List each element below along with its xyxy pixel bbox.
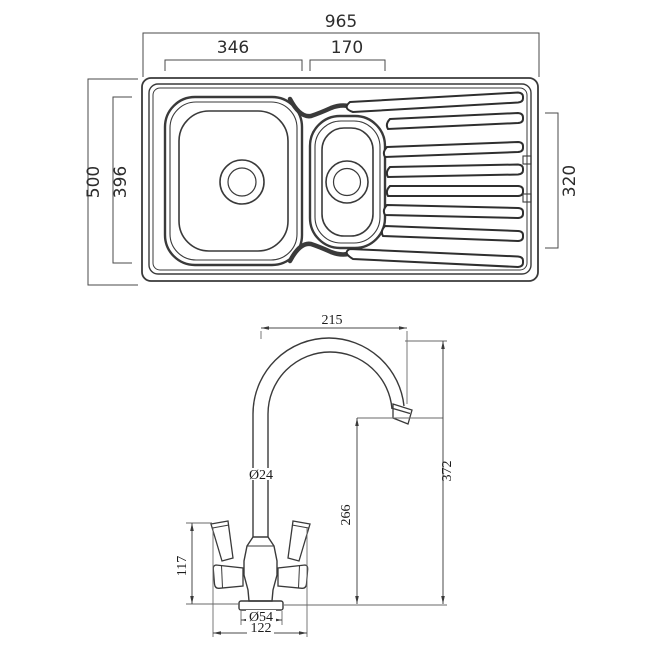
sink-inner-rim-2: [152, 87, 528, 271]
dim-spout-diameter: Ø24: [249, 468, 273, 483]
rim-waist-top: [287, 96, 351, 119]
sink-outline: [141, 77, 539, 282]
dim-500-lines: [87, 78, 138, 286]
main-bowl-drain-inner: [227, 167, 257, 197]
tap-base: [238, 600, 284, 611]
dim-base-diameter: Ø54: [249, 610, 273, 625]
tap-handle-right: [277, 520, 311, 589]
dim-tap-overall-height: 372: [440, 461, 455, 482]
spout-nozzle: [392, 403, 413, 425]
dim-handle-span: 122: [251, 621, 272, 636]
sink-dimensions: 965 346 170 500 396 320: [84, 12, 580, 286]
dim-main-bowl-width: 346: [217, 38, 249, 58]
dim-965-lines: [142, 32, 540, 77]
sink-top-view: 965 346 170 500 396 320: [84, 12, 580, 286]
half-bowl-drain-inner: [332, 167, 362, 197]
rim-notch-lower: [522, 193, 532, 203]
rim-notch-upper: [522, 155, 532, 165]
dim-spout-outlet-height: 266: [339, 505, 354, 526]
half-bowl: [308, 114, 387, 250]
dim-sink-overall-depth: 500: [84, 166, 104, 198]
main-bowl: [163, 95, 304, 267]
half-bowl-drain: [325, 160, 369, 204]
main-bowl-drain: [219, 159, 265, 205]
dim-bowl-depth: 396: [111, 166, 131, 198]
dim-396-lines: [112, 96, 132, 264]
drainer-rib: [385, 185, 524, 197]
rim-waist-bottom: [287, 241, 351, 264]
dim-spout-reach: 215: [322, 313, 343, 328]
dim-320-lines: [545, 112, 559, 249]
dim-drainer-depth: 320: [560, 165, 580, 197]
drainer-rib: [385, 111, 524, 131]
tap-spout: [252, 337, 413, 537]
drainer-rib: [382, 203, 524, 220]
drainer-rib: [380, 224, 524, 243]
sink-inner-rim: [148, 83, 532, 275]
dim-sink-overall-width: 965: [325, 12, 357, 32]
drainer-rib: [385, 163, 524, 179]
tap-handle-left: [210, 520, 244, 589]
tap-front-view: 215 372 266 117 Ø24 Ø54 122: [175, 313, 455, 637]
drainer-rib: [345, 247, 524, 269]
drainer-ribs: [345, 91, 524, 269]
dim-handle-height: 117: [175, 556, 190, 576]
dim-346-lines: [164, 59, 303, 71]
dim-170-lines: [309, 59, 386, 71]
tap-body: [238, 536, 284, 611]
dim-half-bowl-width: 170: [331, 38, 363, 58]
tap-dimensions: 215 372 266 117 Ø24 Ø54 122: [175, 313, 455, 637]
drainer-rib: [382, 140, 524, 159]
drainer-rib: [345, 91, 524, 114]
